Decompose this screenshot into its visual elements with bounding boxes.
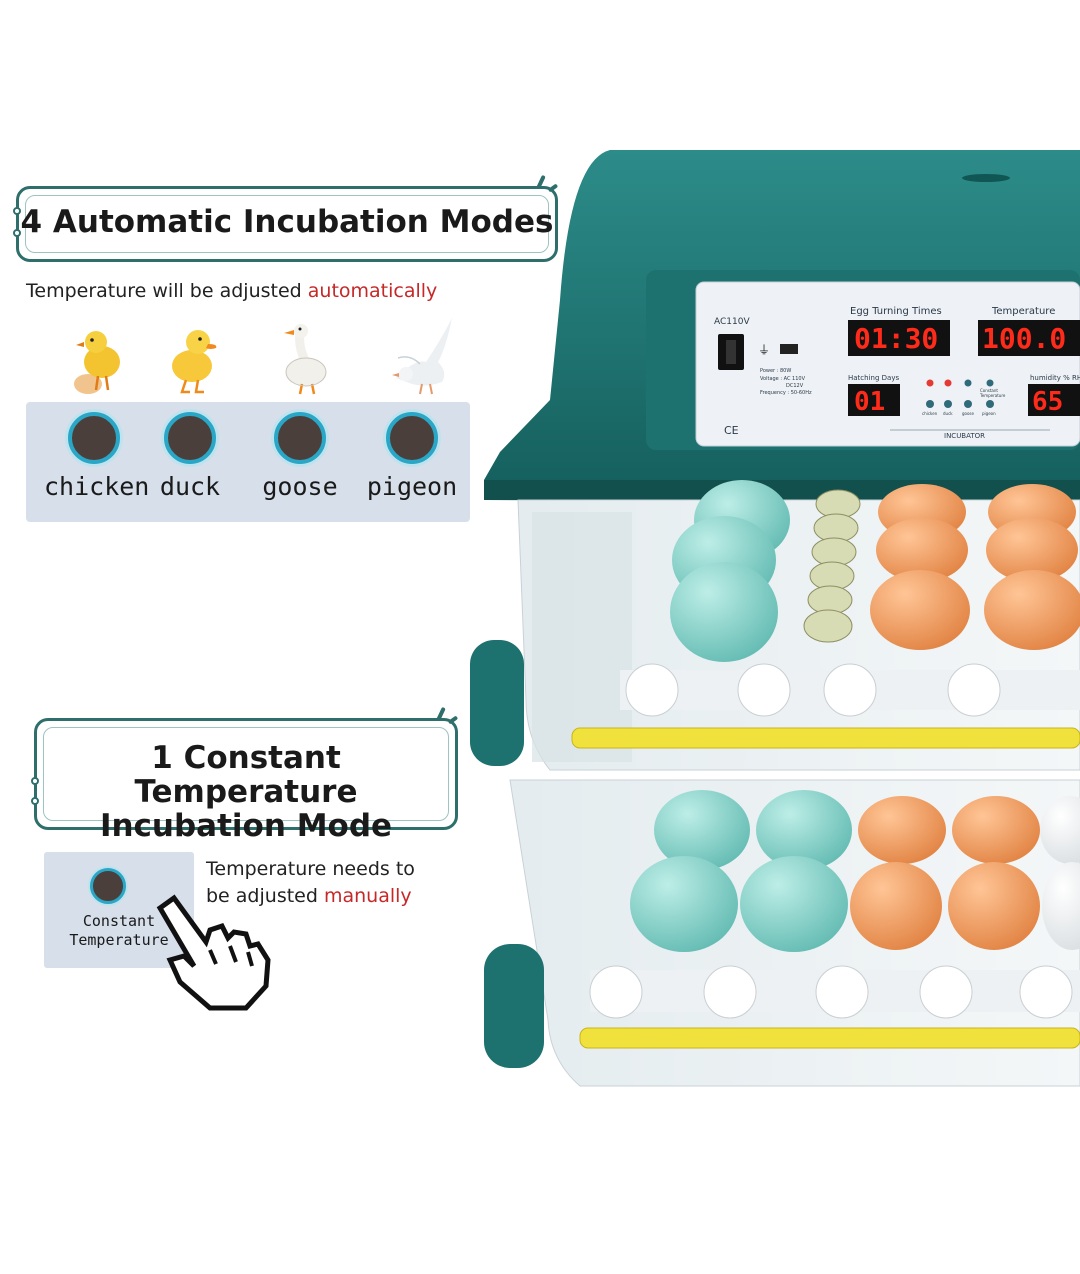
hatching-days-display: 01 bbox=[854, 387, 885, 417]
egg-turning-label: Egg Turning Times bbox=[850, 306, 942, 317]
mode-label: duck bbox=[159, 472, 221, 501]
indicator-led bbox=[944, 379, 952, 387]
lower-tray-handle[interactable] bbox=[484, 944, 544, 1068]
hand-pointer-icon bbox=[156, 894, 271, 1011]
fuse-icon bbox=[780, 344, 798, 354]
ring-ornament-icon bbox=[31, 777, 39, 785]
certification-marks: CE bbox=[724, 424, 739, 437]
mode-button-icon[interactable] bbox=[164, 412, 216, 464]
constant-mini-label: Constant bbox=[980, 388, 998, 393]
dove-icon bbox=[392, 318, 452, 395]
goose-icon bbox=[284, 324, 327, 395]
manual-highlight: manually bbox=[323, 885, 412, 907]
constant-temperature-button[interactable] bbox=[90, 868, 126, 904]
mini-mode-button[interactable] bbox=[926, 400, 934, 408]
brand-label: INCUBATOR bbox=[944, 432, 985, 440]
spec-voltage: Voltage : AC 110V bbox=[760, 376, 806, 382]
hatching-days-label: Hatching Days bbox=[848, 374, 899, 382]
mini-label: duck bbox=[943, 411, 953, 416]
mini-label: chicken bbox=[922, 411, 938, 416]
ring-ornament-icon bbox=[13, 207, 21, 215]
mode-label: pigeon bbox=[366, 472, 458, 501]
constant-label-line1: Constant bbox=[82, 912, 156, 930]
chick-icon bbox=[74, 331, 120, 394]
mini-label: pigeon bbox=[982, 411, 996, 416]
duckling-icon bbox=[172, 330, 217, 394]
automatic-modes-banner: 4 Automatic Incubation Modes bbox=[13, 174, 559, 262]
ring-ornament-icon bbox=[31, 797, 39, 805]
mode-pigeon[interactable]: pigeon bbox=[362, 412, 462, 501]
temperature-label: Temperature bbox=[991, 306, 1055, 317]
mode-chicken[interactable]: chicken bbox=[44, 412, 150, 501]
automatic-subtitle: Temperature will be adjusted automatical… bbox=[26, 280, 437, 302]
mode-button-icon[interactable] bbox=[386, 412, 438, 464]
indicator-led bbox=[926, 379, 934, 387]
ground-symbol-icon: ⏚ bbox=[758, 343, 770, 357]
constant-label-line2: Temperature bbox=[69, 931, 169, 949]
mode-duck[interactable]: duck bbox=[140, 412, 240, 501]
mode-selector-panel: chicken duck goose pigeon bbox=[26, 402, 470, 522]
lower-egg-tray bbox=[579, 790, 1080, 1049]
humidity-label: humidity % RH bbox=[1030, 374, 1080, 382]
mode-button-icon[interactable] bbox=[274, 412, 326, 464]
automatic-subtitle-text: Temperature will be adjusted bbox=[26, 280, 308, 302]
spec-frequency: Frequency : 50-60Hz bbox=[760, 390, 812, 396]
constant-mode-title: 1 Constant Temperature Incubation Mode bbox=[37, 741, 455, 843]
automatic-modes-title: 4 Automatic Incubation Modes bbox=[20, 204, 554, 240]
indicator-led bbox=[964, 379, 972, 387]
constant-title-line2: Incubation Mode bbox=[99, 808, 393, 845]
mini-mode-button[interactable] bbox=[964, 400, 972, 408]
manual-note-line2: be adjusted manually bbox=[206, 883, 466, 910]
mini-mode-button[interactable] bbox=[944, 400, 952, 408]
mini-mode-button[interactable] bbox=[986, 400, 994, 408]
constant-title-line1: 1 Constant Temperature bbox=[134, 740, 358, 811]
constant-mode-banner: 1 Constant Temperature Incubation Mode bbox=[31, 706, 459, 843]
indicator-led bbox=[986, 379, 994, 387]
mode-label: goose bbox=[262, 472, 338, 501]
mode-label: chicken bbox=[44, 472, 150, 501]
ring-ornament-icon bbox=[13, 229, 21, 237]
manual-note-line1: Temperature needs to bbox=[206, 858, 415, 880]
upper-tray-handle[interactable] bbox=[470, 640, 524, 766]
temperature-display: 100.0 bbox=[982, 322, 1066, 355]
constant-temperature-label: Constant Temperature bbox=[44, 912, 194, 950]
egg-turning-display: 01:30 bbox=[854, 322, 938, 355]
automatic-highlight: automatically bbox=[307, 280, 438, 302]
constant-mini-label: Temperature bbox=[979, 393, 1006, 398]
power-label: AC110V bbox=[714, 317, 750, 327]
incubator-product-image: AC110V ⏚ Power : 80W Voltage : AC 110V D… bbox=[470, 150, 1080, 1087]
mini-label: goose bbox=[962, 411, 975, 416]
humidity-display: 65 bbox=[1032, 387, 1063, 417]
spec-power: Power : 80W bbox=[760, 368, 791, 374]
mode-goose[interactable]: goose bbox=[250, 412, 350, 501]
manual-note: Temperature needs to be adjusted manuall… bbox=[206, 856, 466, 910]
mode-button-icon[interactable] bbox=[68, 412, 120, 464]
spec-dc: DC12V bbox=[786, 383, 804, 389]
upper-egg-tray bbox=[571, 480, 1080, 749]
manual-note-text: be adjusted bbox=[206, 885, 324, 907]
